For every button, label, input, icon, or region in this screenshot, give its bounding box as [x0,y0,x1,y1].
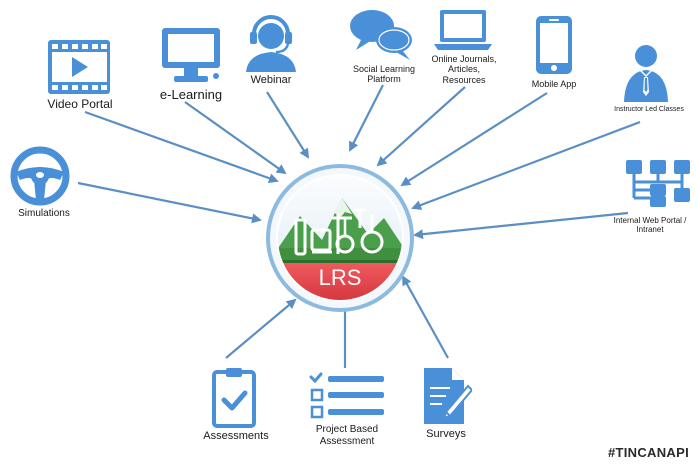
label-social-learning: Social Learning Platform [352,64,416,85]
tincanapi-hashtag: #TINCANAPI [607,445,689,460]
steering-wheel-icon [10,146,70,206]
arrow-online-journals [376,86,466,167]
headset-person-icon [246,15,296,72]
clipboard-check-icon [212,368,256,428]
arrow-mobile-app [400,92,548,187]
document-pen-icon [424,368,472,424]
arrow-social-learning [349,84,384,152]
speech-bubbles-icon [350,10,412,60]
arrow-surveys [402,275,449,359]
arrow-assessments [225,298,297,359]
arrow-intranet [413,211,629,240]
arrow-instructor [411,120,641,210]
smartphone-icon [536,16,572,74]
arrow-simulations [77,181,262,224]
arrow-webinar [266,91,310,159]
label-assessments: Assessments [203,430,269,442]
arrow-video-portal [84,110,279,183]
label-project-based: Project Based Assessment [315,424,379,447]
computer-monitor-icon [162,28,220,82]
lab-equipment-icon [294,208,384,256]
checklist-icon [309,372,384,419]
lrs-hub: LRS [266,164,414,312]
label-surveys: Surveys [426,428,466,440]
label-instructor-led: Instructor Led Classes [614,106,684,113]
laptop-icon [434,10,492,50]
label-simulations: Simulations [18,208,70,219]
label-webinar: Webinar [250,74,292,86]
sitemap-icon [626,160,690,207]
arrow-e-learning [184,101,287,175]
label-e-learning: e-Learning [159,87,223,102]
hub-label: LRS [319,265,362,290]
label-online-journals: Online Journals, Articles, Resources [431,54,497,85]
label-mobile-app: Mobile App [531,79,577,89]
video-player-icon [48,40,110,94]
label-intranet: Internal Web Portal / Intranet [613,216,687,235]
instructor-icon [624,45,668,102]
label-video-portal: Video Portal [47,97,113,111]
